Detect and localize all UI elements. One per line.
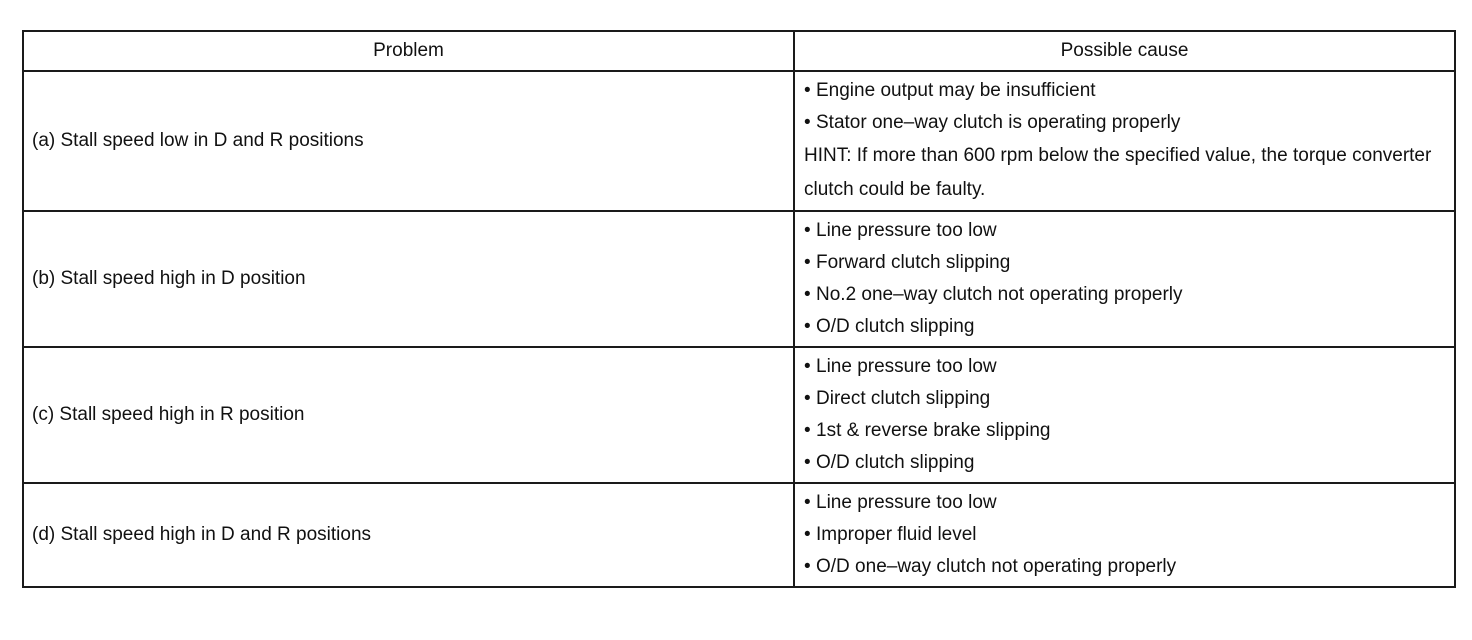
- problem-cell: (b) Stall speed high in D position: [22, 210, 795, 348]
- bullet-icon: •: [804, 420, 811, 441]
- cause-text: Line pressure too low: [816, 492, 997, 513]
- cause-cell: •Line pressure too low •Forward clutch s…: [793, 210, 1456, 348]
- cause-item: •O/D one–way clutch not operating proper…: [804, 551, 1446, 583]
- cause-text: Line pressure too low: [816, 220, 997, 241]
- header-problem: Problem: [22, 30, 795, 72]
- bullet-icon: •: [804, 284, 811, 305]
- cause-item: •Line pressure too low: [804, 351, 1446, 383]
- troubleshooting-table: Problem Possible cause (a) Stall speed l…: [22, 30, 1456, 588]
- header-row: Problem Possible cause: [22, 30, 1456, 72]
- bullet-icon: •: [804, 452, 811, 473]
- bullet-icon: •: [804, 252, 811, 273]
- table-row: (b) Stall speed high in D position •Line…: [22, 210, 1456, 348]
- cause-text: O/D clutch slipping: [816, 316, 975, 337]
- bullet-icon: •: [804, 316, 811, 337]
- cause-cell: •Engine output may be insufficient •Stat…: [793, 70, 1456, 212]
- hint-text: HINT: If more than 600 rpm below the spe…: [804, 145, 1432, 200]
- cause-cell: •Line pressure too low •Improper fluid l…: [793, 482, 1456, 588]
- cause-text: Forward clutch slipping: [816, 252, 1011, 273]
- cause-item: •Line pressure too low: [804, 215, 1446, 247]
- bullet-icon: •: [804, 556, 811, 577]
- table-row: (d) Stall speed high in D and R position…: [22, 482, 1456, 588]
- cause-text: Direct clutch slipping: [816, 388, 991, 409]
- cause-item: •1st & reverse brake slipping: [804, 415, 1446, 447]
- cause-text: O/D clutch slipping: [816, 452, 975, 473]
- cause-text: Improper fluid level: [816, 524, 977, 545]
- problem-cell: (c) Stall speed high in R position: [22, 346, 795, 484]
- cause-text: Engine output may be insufficient: [816, 80, 1096, 101]
- problem-cell: (a) Stall speed low in D and R positions: [22, 70, 795, 212]
- cause-item: •Line pressure too low: [804, 487, 1446, 519]
- cause-item: •O/D clutch slipping: [804, 311, 1446, 343]
- cause-text: Stator one–way clutch is operating prope…: [816, 112, 1181, 133]
- bullet-icon: •: [804, 112, 811, 133]
- cause-text: O/D one–way clutch not operating properl…: [816, 556, 1177, 577]
- table-row: (c) Stall speed high in R position •Line…: [22, 346, 1456, 484]
- cause-item: •Stator one–way clutch is operating prop…: [804, 107, 1446, 139]
- cause-item: •No.2 one–way clutch not operating prope…: [804, 279, 1446, 311]
- bullet-icon: •: [804, 80, 811, 101]
- cause-text: 1st & reverse brake slipping: [816, 420, 1051, 441]
- cause-text: Line pressure too low: [816, 356, 997, 377]
- bullet-icon: •: [804, 220, 811, 241]
- bullet-icon: •: [804, 388, 811, 409]
- cause-item: •Improper fluid level: [804, 519, 1446, 551]
- header-possible-cause: Possible cause: [793, 30, 1456, 72]
- bullet-icon: •: [804, 524, 811, 545]
- bullet-icon: •: [804, 356, 811, 377]
- cause-cell: •Line pressure too low •Direct clutch sl…: [793, 346, 1456, 484]
- table-row: (a) Stall speed low in D and R positions…: [22, 70, 1456, 212]
- cause-item: •O/D clutch slipping: [804, 447, 1446, 479]
- cause-text: No.2 one–way clutch not operating proper…: [816, 284, 1183, 305]
- cause-item: •Direct clutch slipping: [804, 383, 1446, 415]
- cause-item: •Engine output may be insufficient: [804, 75, 1446, 107]
- bullet-icon: •: [804, 492, 811, 513]
- problem-cell: (d) Stall speed high in D and R position…: [22, 482, 795, 588]
- cause-item: •Forward clutch slipping: [804, 247, 1446, 279]
